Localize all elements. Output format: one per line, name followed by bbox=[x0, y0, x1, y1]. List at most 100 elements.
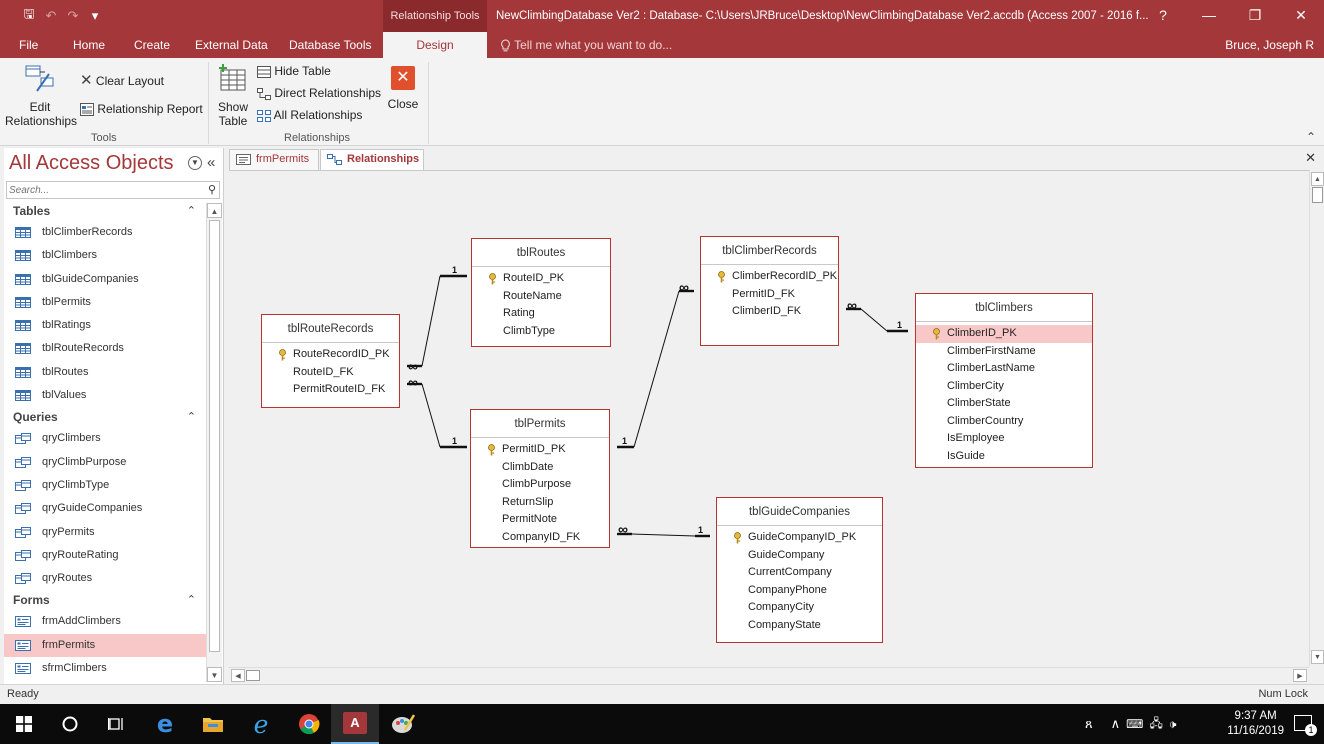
field-climberid-pk[interactable]: ClimberID_PK bbox=[916, 325, 1092, 343]
scroll-up-icon[interactable]: ▲ bbox=[207, 203, 222, 218]
edit-relationships-button[interactable]: Edit Relationships bbox=[5, 64, 77, 128]
taskbar-ie-app[interactable]: e bbox=[237, 704, 285, 744]
tab-external-data[interactable]: External Data bbox=[195, 38, 268, 52]
nav-item-qryrouterating[interactable]: qryRouteRating bbox=[4, 544, 206, 567]
field-permitid-fk[interactable]: PermitID_FK bbox=[701, 286, 838, 304]
nav-scrollbar[interactable]: ▲ ▼ bbox=[206, 203, 222, 682]
canvas-vertical-scrollbar[interactable]: ▲ ▼ bbox=[1309, 170, 1324, 666]
field-permitrouteid-fk[interactable]: PermitRouteID_FK bbox=[262, 381, 399, 399]
tell-me-box[interactable]: Tell me what you want to do... bbox=[500, 32, 672, 58]
table-title[interactable]: tblClimberRecords bbox=[701, 237, 838, 265]
nav-item-qryclimbtype[interactable]: qryClimbType bbox=[4, 474, 206, 497]
people-icon[interactable]: ጸ bbox=[1085, 716, 1093, 731]
scroll-thumb[interactable] bbox=[1312, 187, 1323, 203]
collapse-section-chevron-icon[interactable]: ⌃ bbox=[186, 411, 196, 424]
nav-item-sfrmclimbers[interactable]: sfrmClimbers bbox=[4, 657, 206, 680]
taskbar-clock[interactable]: 9:37 AM 11/16/2019 bbox=[1227, 709, 1284, 739]
hide-table-button[interactable]: Hide Table bbox=[257, 64, 331, 78]
keyboard-icon[interactable]: ⌨ bbox=[1126, 717, 1144, 731]
taskbar-edge-app[interactable]: e bbox=[141, 704, 189, 744]
field-climberid-fk[interactable]: ClimberID_FK bbox=[701, 303, 838, 321]
scroll-thumb[interactable] bbox=[209, 220, 220, 652]
field-isemployee[interactable]: IsEmployee bbox=[916, 430, 1092, 448]
scroll-down-icon[interactable]: ▼ bbox=[207, 667, 222, 682]
field-currentcompany[interactable]: CurrentCompany bbox=[717, 564, 882, 582]
clear-layout-button[interactable]: ✕ Clear Layout bbox=[80, 71, 164, 89]
field-climbtype[interactable]: ClimbType bbox=[472, 323, 610, 341]
field-climberlastname[interactable]: ClimberLastName bbox=[916, 360, 1092, 378]
close-document-icon[interactable]: ✕ bbox=[1305, 150, 1316, 165]
task-view-button[interactable] bbox=[93, 704, 141, 744]
scroll-down-icon[interactable]: ▼ bbox=[1311, 650, 1324, 664]
close-relationships-button[interactable]: ✕ Close bbox=[386, 66, 420, 111]
field-companycity[interactable]: CompanyCity bbox=[717, 599, 882, 617]
scroll-thumb[interactable] bbox=[246, 670, 260, 681]
collapse-section-chevron-icon[interactable]: ⌃ bbox=[186, 594, 196, 607]
nav-menu-chevron-icon[interactable]: ▼ bbox=[188, 156, 202, 170]
nav-section-tables[interactable]: Tables⌃ bbox=[4, 201, 206, 221]
field-permitnote[interactable]: PermitNote bbox=[471, 511, 609, 529]
nav-item-tblratings[interactable]: tblRatings bbox=[4, 314, 206, 337]
field-routeid-fk[interactable]: RouteID_FK bbox=[262, 364, 399, 382]
field-isguide[interactable]: IsGuide bbox=[916, 448, 1092, 466]
taskbar-access-app[interactable]: A bbox=[331, 704, 379, 744]
field-climbdate[interactable]: ClimbDate bbox=[471, 459, 609, 477]
close-window-button[interactable]: ✕ bbox=[1295, 7, 1307, 23]
field-guidecompany[interactable]: GuideCompany bbox=[717, 547, 882, 565]
field-companystate[interactable]: CompanyState bbox=[717, 617, 882, 635]
tab-file[interactable]: File bbox=[19, 38, 39, 52]
show-hidden-icons-chevron-icon[interactable]: ∧ bbox=[1110, 716, 1121, 731]
nav-item-tblroutes[interactable]: tblRoutes bbox=[4, 361, 206, 384]
field-guidecompanyid-pk[interactable]: GuideCompanyID_PK bbox=[717, 529, 882, 547]
field-climbpurpose[interactable]: ClimbPurpose bbox=[471, 476, 609, 494]
field-returnslip[interactable]: ReturnSlip bbox=[471, 494, 609, 512]
nav-title[interactable]: All Access Objects bbox=[9, 152, 174, 174]
field-permitid-pk[interactable]: PermitID_PK bbox=[471, 441, 609, 459]
all-relationships-button[interactable]: All Relationships bbox=[257, 108, 362, 122]
direct-relationships-button[interactable]: Direct Relationships bbox=[257, 86, 381, 100]
field-routerecordid-pk[interactable]: RouteRecordID_PK bbox=[262, 346, 399, 364]
nav-item-tblrouterecords[interactable]: tblRouteRecords bbox=[4, 337, 206, 360]
search-icon[interactable]: ⚲ bbox=[207, 184, 216, 196]
minimize-button[interactable]: — bbox=[1202, 7, 1216, 23]
nav-section-queries[interactable]: Queries⌃ bbox=[4, 407, 206, 427]
nav-item-tblvalues[interactable]: tblValues bbox=[4, 384, 206, 407]
table-title[interactable]: tblPermits bbox=[471, 410, 609, 438]
nav-item-tblclimberrecords[interactable]: tblClimberRecords bbox=[4, 221, 206, 244]
field-companyphone[interactable]: CompanyPhone bbox=[717, 582, 882, 600]
table-title[interactable]: tblRoutes bbox=[472, 239, 610, 267]
nav-item-qrypermits[interactable]: qryPermits bbox=[4, 521, 206, 544]
scroll-left-icon[interactable]: ◀ bbox=[231, 669, 245, 682]
tab-home[interactable]: Home bbox=[73, 38, 106, 52]
show-table-button[interactable]: Show Table bbox=[214, 64, 252, 128]
relationship-report-button[interactable]: Relationship Report bbox=[80, 102, 203, 117]
restore-button[interactable]: ❐ bbox=[1248, 7, 1262, 23]
scroll-up-icon[interactable]: ▲ bbox=[1311, 172, 1324, 186]
help-button[interactable]: ? bbox=[1159, 7, 1167, 23]
nav-section-forms[interactable]: Forms⌃ bbox=[4, 590, 206, 610]
field-climbercity[interactable]: ClimberCity bbox=[916, 378, 1092, 396]
save-icon[interactable]: 🖫 bbox=[23, 6, 35, 21]
field-rating[interactable]: Rating bbox=[472, 305, 610, 323]
volume-icon[interactable]: 🕩 bbox=[1168, 716, 1177, 731]
taskbar-chrome-app[interactable] bbox=[285, 704, 333, 744]
field-climberfirstname[interactable]: ClimberFirstName bbox=[916, 343, 1092, 361]
table-title[interactable]: tblGuideCompanies bbox=[717, 498, 882, 526]
field-routename[interactable]: RouteName bbox=[472, 288, 610, 306]
nav-item-qryclimbers[interactable]: qryClimbers bbox=[4, 427, 206, 450]
doc-tab-frmpermits[interactable]: frmPermits bbox=[229, 149, 319, 170]
table-title[interactable]: tblClimbers bbox=[916, 294, 1092, 322]
nav-item-frmpermits[interactable]: frmPermits bbox=[4, 633, 206, 658]
tab-design[interactable]: Design bbox=[383, 32, 487, 58]
search-button[interactable] bbox=[46, 704, 94, 744]
collapse-nav-icon[interactable]: « bbox=[207, 154, 216, 171]
collapse-ribbon-icon[interactable]: ⌃ bbox=[1305, 130, 1316, 144]
tab-database-tools[interactable]: Database Tools bbox=[289, 38, 372, 52]
